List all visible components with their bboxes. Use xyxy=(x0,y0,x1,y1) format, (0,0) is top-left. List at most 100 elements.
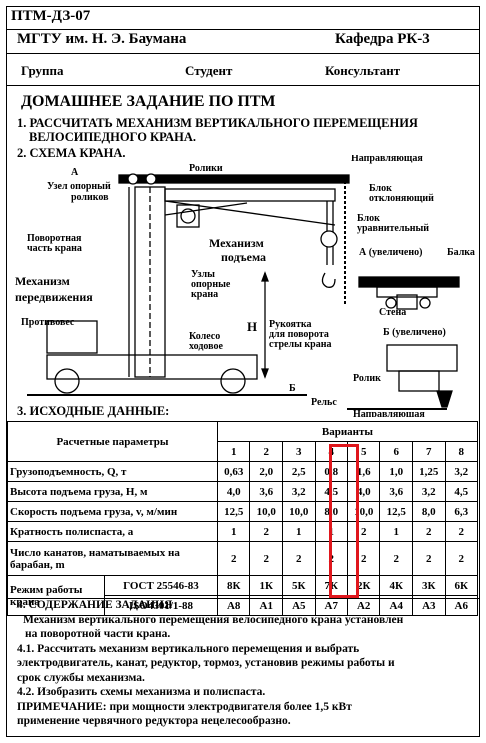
rotary-part-label: часть крана xyxy=(27,243,82,254)
mode-cell: 3К xyxy=(412,575,446,596)
row-label: Кратность полиспаста, а xyxy=(7,521,218,542)
task-1-line-2: ВЕЛОСИПЕДНОГО КРАНА. xyxy=(29,130,197,144)
wheel-icon xyxy=(54,368,80,394)
counterweight-label: Противовес xyxy=(21,317,75,328)
label-a: A xyxy=(71,167,79,178)
table-cell: 2,0 xyxy=(249,461,284,482)
rotary-part-label: Поворотная xyxy=(27,233,82,244)
support-nodes-label: опорные xyxy=(191,279,231,290)
mode-cell: 6К xyxy=(444,575,479,596)
task-content: 4. СОДЕРЖАНИЕ ЗАДАНИЯ Механизм вертикаль… xyxy=(17,598,403,729)
guide-bottom-label: Направляющая xyxy=(353,409,425,417)
content-line: применение червячного редуктора нецелесо… xyxy=(17,715,291,727)
table-cell: 0,63 xyxy=(216,461,251,482)
wheel-label: Колесо xyxy=(189,331,220,342)
assignment-sheet: ПТМ-ДЗ-07 МГТУ им. Н. Э. Баумана Кафедра… xyxy=(6,6,480,737)
guide-label: Направляющая xyxy=(351,155,423,164)
row-label: Высота подъема груза, Н, м xyxy=(7,481,218,502)
content-line: электродвигатель, канат, редуктор, тормо… xyxy=(17,657,395,669)
roller-icon xyxy=(145,173,157,185)
variant-number: 7 xyxy=(412,441,446,462)
mode-cell: 8К xyxy=(216,575,251,596)
support-nodes-label: Узлы xyxy=(191,269,215,280)
table-cell: 2 xyxy=(444,541,479,576)
handle-label: для поворота xyxy=(269,329,329,340)
mode-cell: 5К xyxy=(282,575,316,596)
balance-block-icon xyxy=(320,230,338,248)
content-line: ПРИМЕЧАНИЕ: при мощности электродвигател… xyxy=(17,700,352,713)
scheme-heading: 2. СХЕМА КРАНА. xyxy=(17,146,126,160)
std-gost: ГОСТ 25546-83 xyxy=(103,575,218,596)
handle-label: Рукоятка xyxy=(269,319,311,330)
task-1: 1. РАССЧИТАТЬ МЕХАНИЗМ ВЕРТИКАЛЬНОГО ПЕР… xyxy=(17,116,418,144)
balance-block-label: уравнительный xyxy=(357,223,429,234)
content-line: 4.1. Рассчитать механизм вертикального п… xyxy=(17,642,360,655)
table-cell: 3,6 xyxy=(379,481,414,502)
table-cell: 3,2 xyxy=(444,461,479,482)
a-enlarged-label: А (увеличено) xyxy=(359,247,422,258)
row-label: Скорость подъема груза, v, м/мин xyxy=(7,501,218,522)
table-cell: 12,5 xyxy=(379,501,414,522)
hook-icon xyxy=(321,272,336,288)
student-label: Студент xyxy=(185,63,233,78)
lift-mech-label: подъема xyxy=(221,250,266,264)
lift-mech-label: Механизм xyxy=(209,236,264,250)
group-label: Группа xyxy=(21,63,64,78)
table-cell: 10,0 xyxy=(249,501,284,522)
table-cell: 3,2 xyxy=(282,481,316,502)
table-cell: 2 xyxy=(216,541,251,576)
deflect-block-label: отклоняющий xyxy=(369,193,434,204)
divider xyxy=(7,598,479,599)
label-b: Б xyxy=(289,383,296,394)
table-cell: 2,5 xyxy=(282,461,316,482)
beam-label: Балка xyxy=(447,247,475,258)
mode-cell: А1 xyxy=(249,595,284,616)
divider xyxy=(7,85,479,86)
handle-label: стрелы крана xyxy=(269,339,331,350)
travel-mech-label: Механизм xyxy=(15,274,70,288)
detail-b xyxy=(386,344,458,372)
table-cell: 4,0 xyxy=(216,481,251,502)
deflect-block-label: Блок xyxy=(369,183,392,194)
support-node-label: Узел опорный xyxy=(47,181,111,192)
variant-number: 2 xyxy=(249,441,284,462)
initial-data-heading: 3. ИСХОДНЫЕ ДАННЫЕ: xyxy=(17,404,170,418)
consultant-label: Консультант xyxy=(325,63,401,78)
table-cell: 10,0 xyxy=(282,501,316,522)
table-cell: 1,6 xyxy=(346,461,381,482)
counterweight xyxy=(46,320,98,354)
beam-detail xyxy=(358,276,460,288)
mode-cell: 4К xyxy=(379,575,414,596)
table-cell: 12,5 xyxy=(216,501,251,522)
table-cell: 2 xyxy=(282,541,316,576)
table-cell: 1 xyxy=(282,521,316,542)
rollers-label: Ролики xyxy=(189,163,223,174)
table-cell: 1,25 xyxy=(412,461,446,482)
table-cell: 2 xyxy=(412,541,446,576)
top-guide-rail xyxy=(118,174,350,184)
boom xyxy=(164,188,336,202)
table-cell: 6,3 xyxy=(444,501,479,522)
content-line: срок службы механизма. xyxy=(17,671,145,684)
crane-diagram: A Ролики Направляющая Узел опорный ролик… xyxy=(15,155,475,417)
mode-cell: А3 xyxy=(412,595,446,616)
highlight-variant-box xyxy=(329,444,359,598)
variant-number: 8 xyxy=(444,441,479,462)
department-name: Кафедра РК-3 xyxy=(335,31,430,47)
roller-label: Ролик xyxy=(353,373,381,384)
std-iso: ISO4301/1-88 xyxy=(103,595,218,616)
table-cell: 3,6 xyxy=(249,481,284,502)
content-heading: 4. СОДЕРЖАНИЕ ЗАДАНИЯ xyxy=(17,599,173,611)
row-label: Грузоподъемность, Q, т xyxy=(7,461,218,482)
lift-mechanism-box xyxy=(176,204,200,228)
table-cell: 2 xyxy=(444,521,479,542)
table-cell: 2 xyxy=(379,541,414,576)
table-cell: 1 xyxy=(379,521,414,542)
wall-label: Стена xyxy=(379,307,406,318)
task-1-line-1: 1. РАССЧИТАТЬ МЕХАНИЗМ ВЕРТИКАЛЬНОГО ПЕР… xyxy=(17,116,418,130)
